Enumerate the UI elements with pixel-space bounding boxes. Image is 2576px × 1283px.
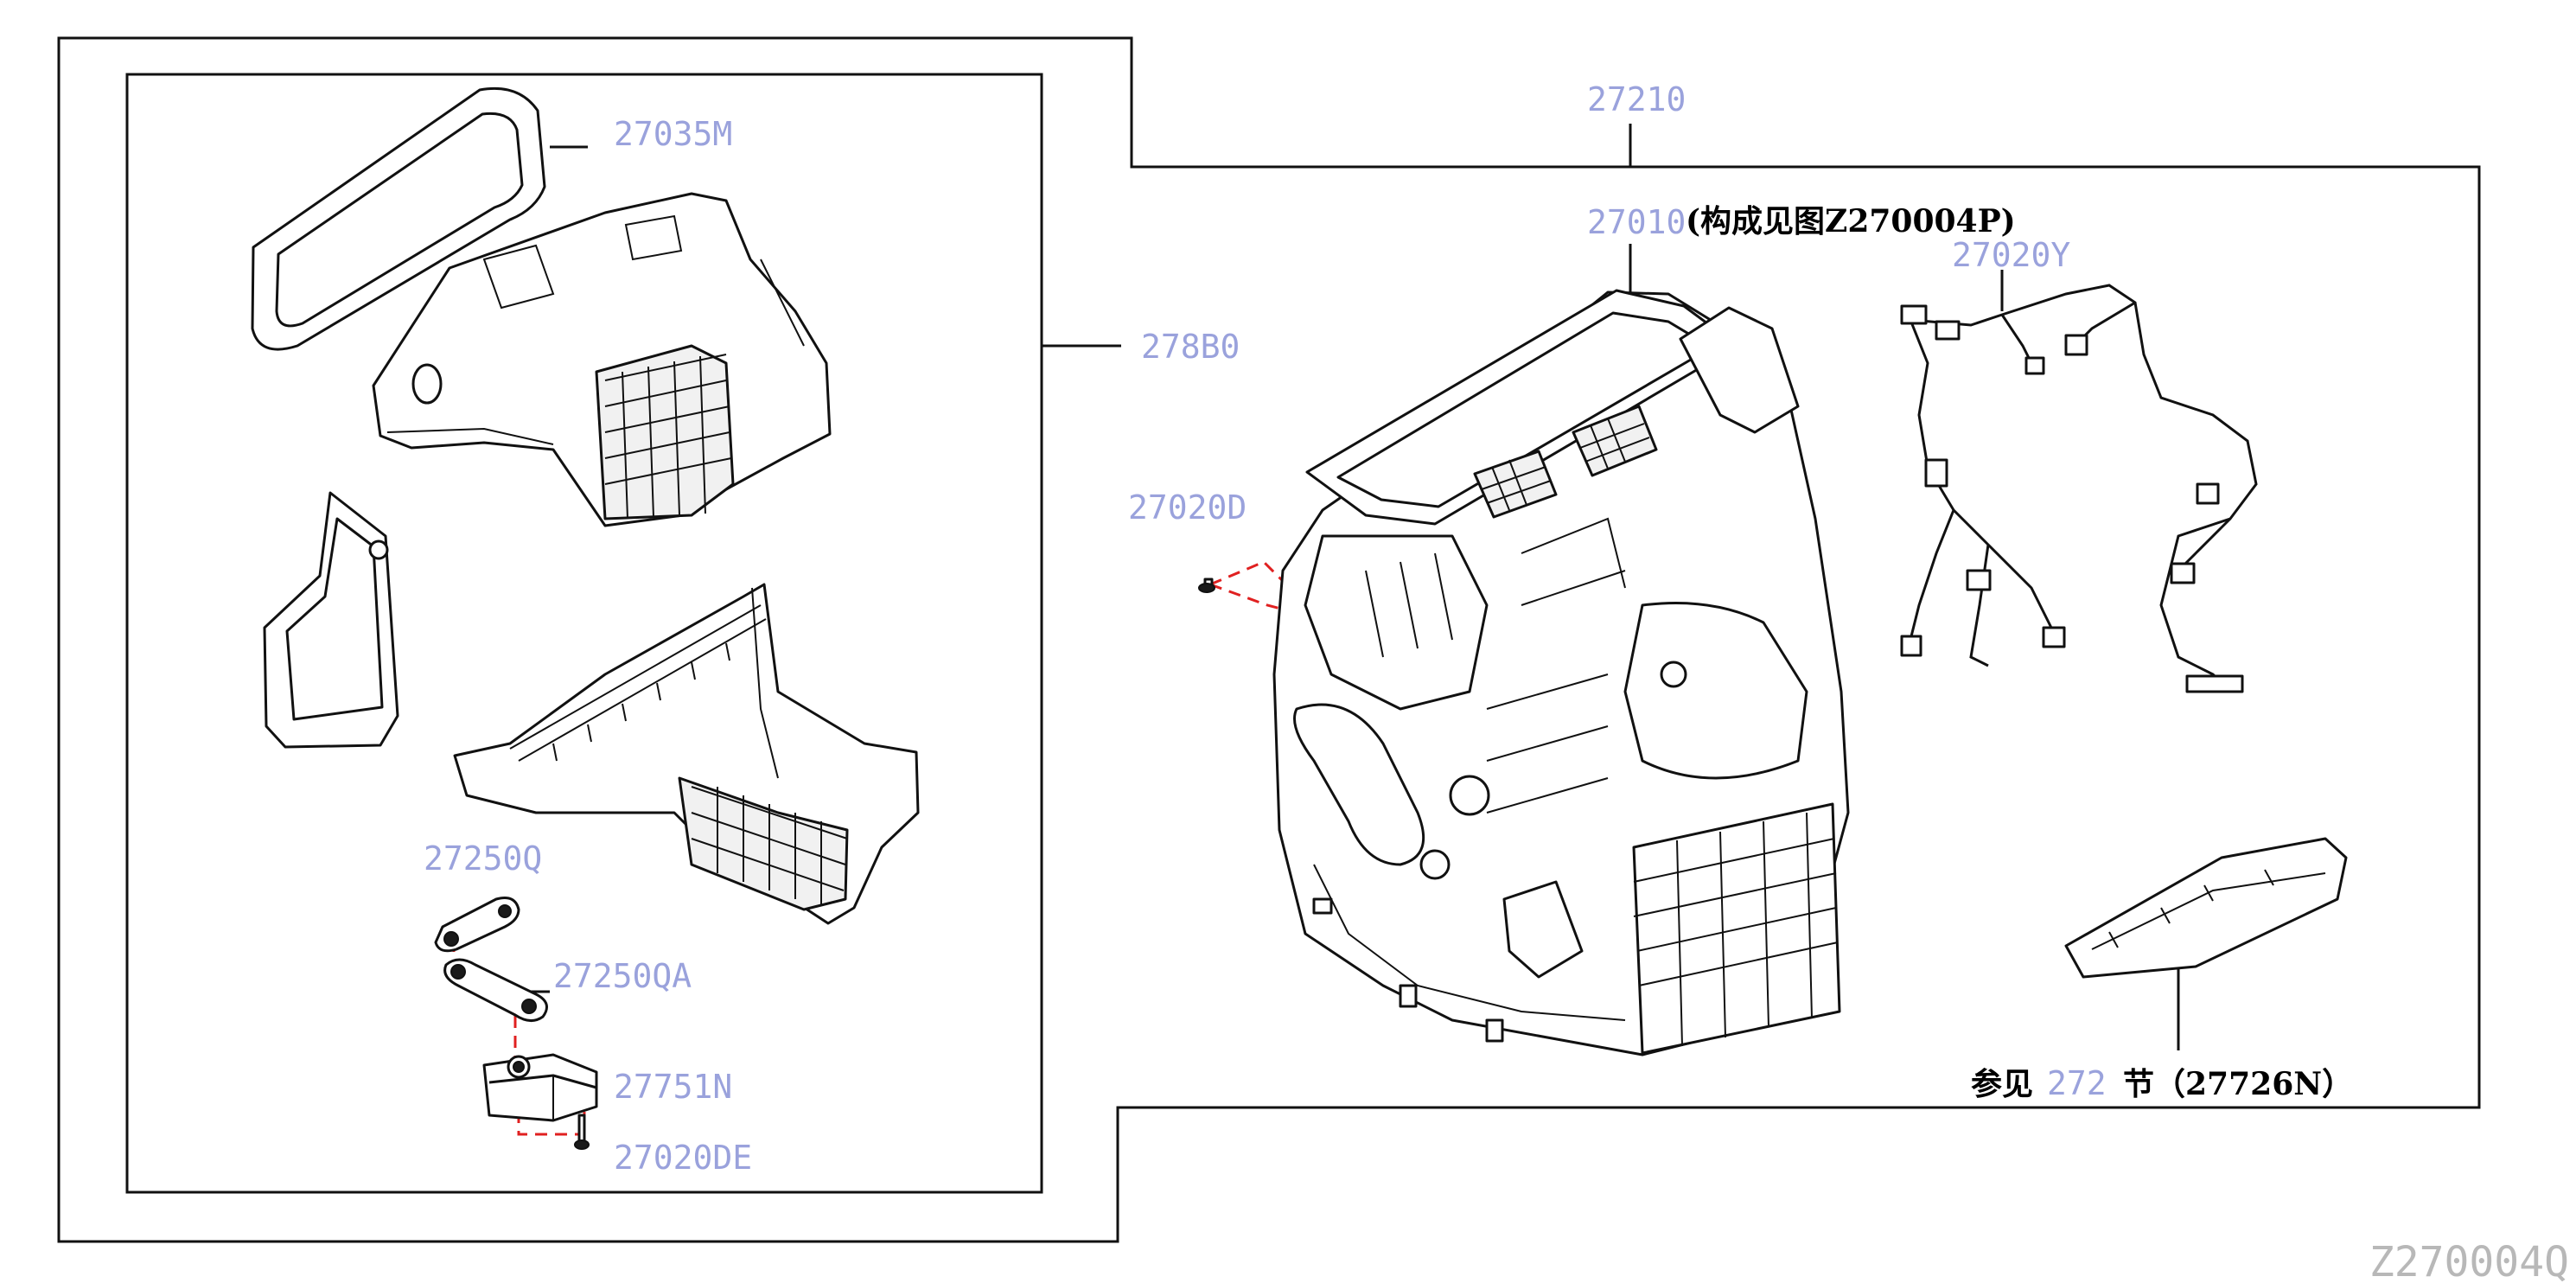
label-27250qa: 27250QA: [553, 957, 692, 995]
part-screw-27020de: [574, 1114, 590, 1150]
assembly-frame-outer: [57, 36, 2481, 1243]
part-heater-unit-27010: [1272, 289, 1850, 1056]
part-actuator-27751n: [482, 1053, 598, 1122]
label-27250q: 27250Q: [424, 839, 542, 878]
part-seal-27035m: [251, 86, 546, 351]
label-ref-prefix: 参见: [1971, 1066, 2033, 1102]
label-ref-suffix: 节（27726N）: [2123, 1066, 2353, 1102]
subassembly-frame-278b0: [125, 73, 1043, 1194]
label-278b0: 278B0: [1141, 328, 1240, 366]
part-upper-duct: [372, 192, 832, 527]
part-screw-27020d: [1198, 578, 1215, 593]
dash-27020d-left: [1209, 560, 1323, 621]
label-27210: 27210: [1587, 80, 1686, 118]
label-27751n: 27751N: [614, 1068, 732, 1106]
part-cover-27726n: [2064, 837, 2348, 979]
part-side-duct: [263, 491, 399, 749]
part-lever-27250q: [434, 897, 520, 953]
label-ref-section: 272: [2047, 1064, 2107, 1102]
part-harness-27020y: [1900, 284, 2258, 693]
part-lower-duct: [453, 583, 920, 925]
label-27020de: 27020DE: [614, 1139, 752, 1177]
diagram-code: Z270004Q: [2369, 1238, 2569, 1283]
label-27020y: 27020Y: [1952, 236, 2070, 274]
part-rod-27250qa: [443, 958, 548, 1022]
label-27020d: 27020D: [1128, 488, 1247, 527]
label-27010: 27010: [1587, 203, 1686, 241]
label-27035m: 27035M: [614, 115, 732, 153]
label-27010-note: (构成见图Z270004P): [1686, 203, 2016, 239]
